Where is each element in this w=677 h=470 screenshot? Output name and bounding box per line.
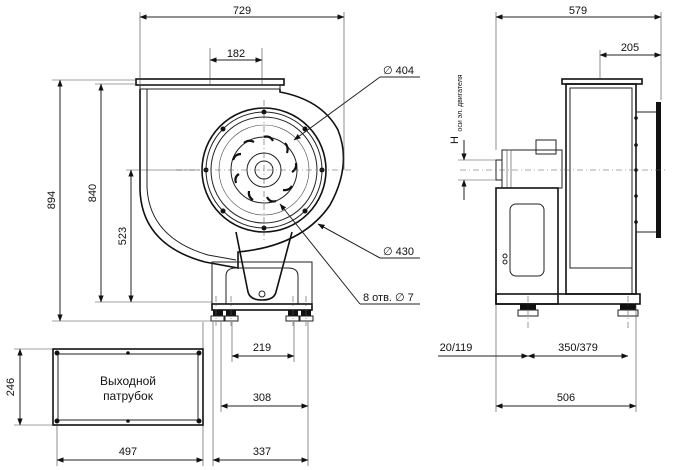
leader-holes-label: 8 отв. ∅ 7 [363, 292, 414, 304]
dim-front-width: 729 [139, 5, 345, 170]
leader-inlet-diameter-label: ∅ 404 [383, 65, 414, 77]
dim-base-offset-label: 337 [253, 446, 271, 458]
dim-total-height-label: 894 [46, 191, 58, 209]
dim-side-offset-label: 205 [621, 42, 639, 54]
dim-shaft-height-label: 840 [87, 184, 99, 202]
dim-front-width-label: 729 [233, 5, 251, 17]
front-view [135, 78, 352, 326]
leader-bolt-circle-label: ∅ 430 [383, 246, 414, 258]
dim-total-height: 894 [46, 79, 212, 322]
dim-foot-spacing-label: 219 [253, 342, 271, 354]
dim-side-base-offsets: 20/119 350/379 [438, 342, 629, 359]
outlet-label-line2: патрубок [103, 389, 154, 403]
dim-frame-width: 308 [220, 392, 309, 409]
dim-side-width-label: 579 [569, 5, 587, 17]
dim-base-offset: 337 [212, 446, 309, 463]
dim-side-base: 506 [495, 392, 637, 409]
outlet-label-line1: Выходной [100, 374, 156, 388]
dim-motor-axis: H оси эл. двигателя [449, 74, 496, 200]
dim-outlet-height: 246 [5, 348, 53, 426]
leader-inlet-diameter: ∅ 404 [293, 65, 420, 141]
dim-foot-spacing: 219 [231, 342, 295, 359]
dim-center-height-label: 523 [117, 227, 129, 245]
outlet-flange-view: Выходной патрубок [52, 348, 204, 426]
dim-shaft-height: 840 [87, 83, 212, 303]
dim-side-base-left-label: 20/119 [440, 342, 473, 354]
side-view [460, 78, 665, 330]
dim-side-base-mid-label: 350/379 [558, 342, 598, 354]
dim-outlet-width: 497 [56, 425, 204, 466]
side-base-extension-lines [495, 305, 637, 412]
dim-outlet-width-label: 497 [119, 446, 137, 458]
dim-frame-width-label: 308 [253, 392, 271, 404]
dim-motor-axis-label: H [449, 136, 461, 144]
dim-side-offset: 205 [599, 42, 662, 80]
dim-center-height: 523 [117, 169, 200, 303]
dim-flange-span-label: 182 [227, 48, 245, 60]
leader-holes: 8 отв. ∅ 7 [279, 203, 420, 305]
leader-bolt-circle: ∅ 430 [317, 223, 420, 259]
dim-motor-axis-sub: оси эл. двигателя [457, 74, 464, 131]
dim-side-base-label: 506 [557, 392, 575, 404]
dim-outlet-height-label: 246 [5, 378, 17, 396]
dim-flange-span: 182 [209, 48, 263, 86]
